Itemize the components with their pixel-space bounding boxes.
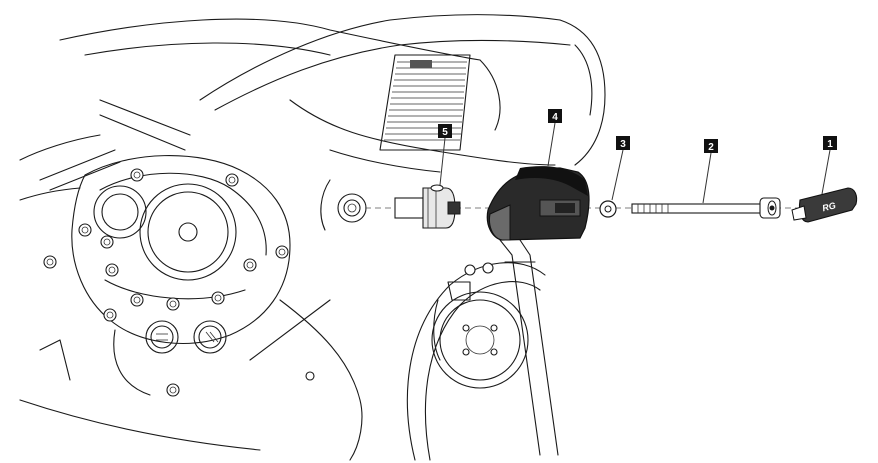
engine-cover [71, 155, 291, 396]
part-1-end-cap: RG [791, 187, 858, 223]
callout-1: 1 [821, 136, 837, 195]
callout-2-label: 2 [708, 142, 714, 153]
callout-4: 4 [547, 109, 562, 167]
front-wheel [406, 262, 546, 461]
callout-4-label: 4 [552, 112, 558, 123]
callout-3: 3 [611, 136, 630, 201]
end-cap-logo: RG [821, 200, 837, 213]
part-4-frame-slider [486, 166, 590, 241]
frame-mount-boss [320, 179, 367, 231]
radiator-grille [379, 54, 471, 151]
lower-engine-plugs [145, 320, 227, 354]
callout-1-label: 1 [827, 139, 833, 150]
callout-3-label: 3 [620, 139, 626, 150]
callout-2: 2 [702, 139, 718, 204]
callout-5-label: 5 [442, 127, 448, 138]
engine-bolts [43, 168, 289, 397]
part-3-washer [599, 200, 617, 218]
callout-5: 5 [438, 124, 452, 186]
part-5-spacer [394, 184, 461, 229]
part-2-bolt [631, 197, 781, 219]
lower-fairing [19, 299, 363, 461]
front-fork [499, 239, 559, 456]
motorcycle-fairing [19, 14, 606, 201]
